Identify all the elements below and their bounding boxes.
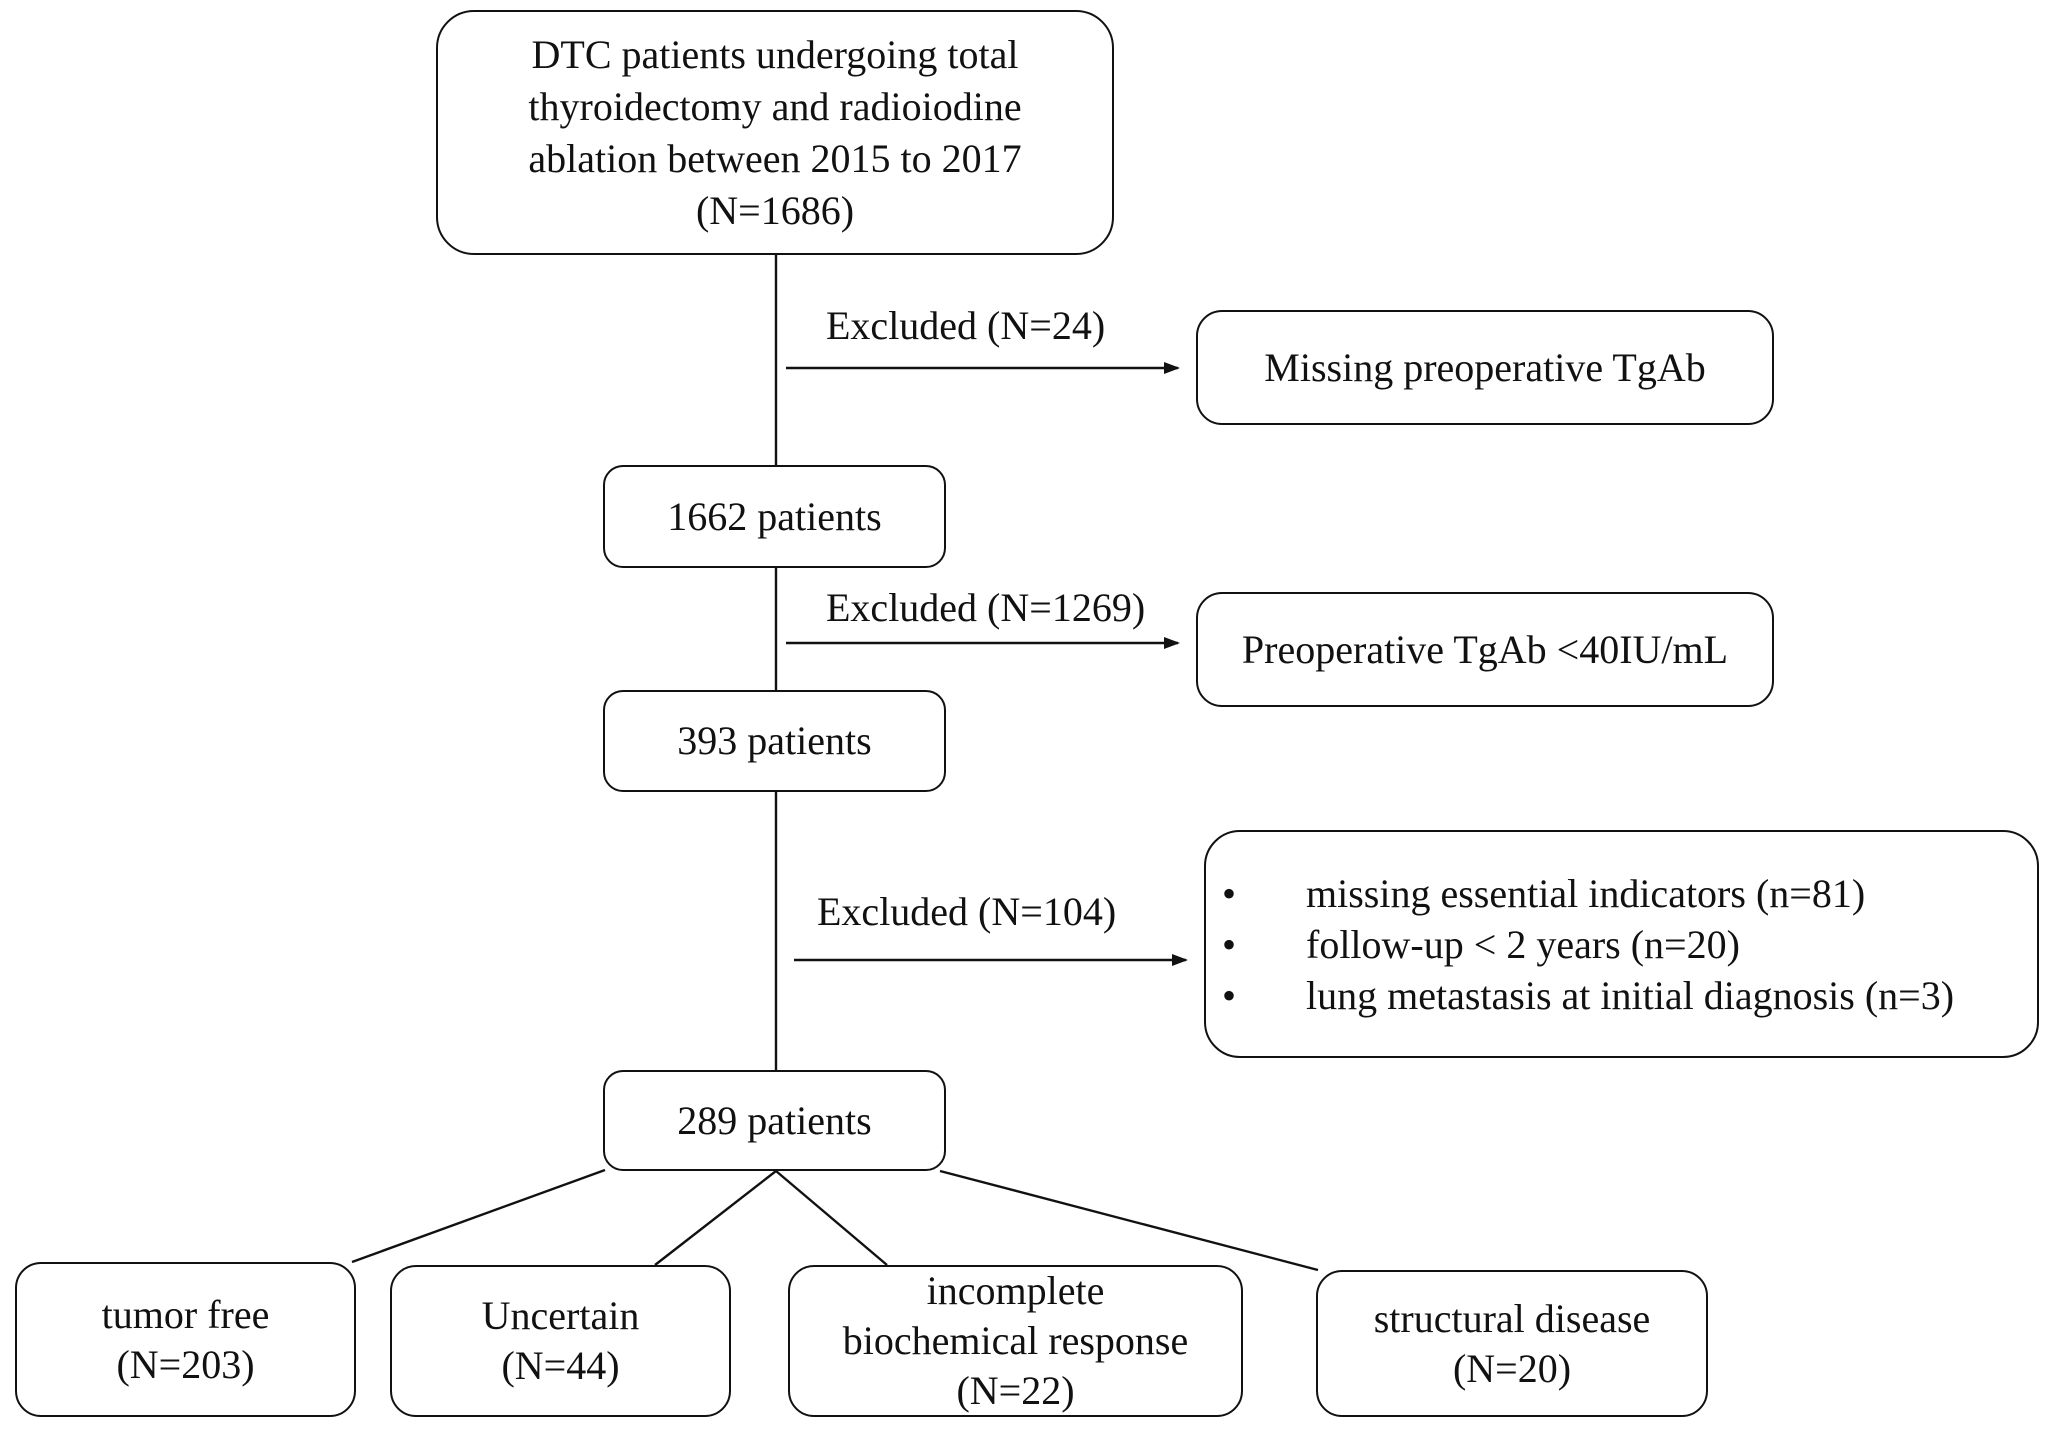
outcome-label: Uncertain [481, 1293, 640, 1338]
outcome-label: structural disease [1373, 1295, 1651, 1341]
exclusion-3-reason-item: • missing essential indicators (n=81) [1206, 868, 1954, 919]
step-3-label: 289 patients [677, 1097, 872, 1143]
start-box-line-4: (N=1686) [695, 187, 855, 233]
outcome-count: (N=20) [1452, 1345, 1572, 1391]
exclusion-2-reason-box: Preoperative TgAb <40IU/mL [1196, 592, 1774, 707]
exclusion-1-label: Excluded (N=24) [826, 303, 1106, 348]
outcome-count: (N=203) [116, 1341, 255, 1387]
exclusion-3-reason-text: follow-up < 2 years (n=20) [1306, 921, 1740, 967]
outcome-count: (N=22) [956, 1368, 1075, 1413]
outcome-label: tumor free [101, 1291, 270, 1337]
start-box-line-2: thyroidectomy and radioiodine [528, 83, 1022, 129]
bullet-icon: • [1222, 972, 1237, 1018]
start-box: DTC patients undergoing total thyroidect… [436, 10, 1114, 255]
start-box-line-1: DTC patients undergoing total [531, 31, 1019, 77]
exclusion-3-label: Excluded (N=104) [817, 889, 1117, 934]
outcome-structural-disease-box: structural disease (N=20) [1316, 1270, 1708, 1417]
branch-line-4 [939, 1169, 1319, 1272]
step-1-label: 1662 patients [667, 493, 882, 539]
exclusion-3-reason-item: • lung metastasis at initial diagnosis (… [1206, 970, 1954, 1021]
exclusion-3-reason-list: • missing essential indicators (n=81) • … [1206, 868, 1954, 1021]
outcome-count: (N=44) [501, 1343, 620, 1388]
outcome-label: incomplete [926, 1268, 1105, 1313]
start-box-line-3: ablation between 2015 to 2017 [528, 135, 1022, 181]
exclusion-2-reason: Preoperative TgAb <40IU/mL [1241, 626, 1729, 672]
arrowhead-2 [1164, 637, 1180, 649]
exclusion-2-label: Excluded (N=1269) [826, 585, 1146, 630]
arrowhead-1 [1164, 362, 1180, 374]
branch-line-3 [775, 1170, 888, 1266]
exclusion-1-reason-box: Missing preoperative TgAb [1196, 310, 1774, 425]
outcome-tumor-free-box: tumor free (N=203) [15, 1262, 356, 1417]
outcome-label-2: biochemical response [842, 1318, 1189, 1363]
arrowhead-3 [1172, 954, 1188, 966]
exclusion-1-reason: Missing preoperative TgAb [1264, 344, 1706, 390]
bullet-icon: • [1222, 870, 1237, 916]
step-2-label: 393 patients [677, 718, 872, 763]
exclusion-3-reason-item: • follow-up < 2 years (n=20) [1206, 919, 1954, 970]
step-3-box: 289 patients [603, 1070, 946, 1171]
branch-line-1 [351, 1168, 606, 1264]
branch-line-2 [654, 1170, 777, 1266]
outcome-incomplete-biochemical-box: incomplete biochemical response (N=22) [788, 1265, 1243, 1417]
step-1-box: 1662 patients [603, 465, 946, 568]
bullet-icon: • [1222, 921, 1237, 967]
exclusion-3-reason-box: • missing essential indicators (n=81) • … [1204, 830, 2039, 1058]
exclusion-3-reason-text: lung metastasis at initial diagnosis (n=… [1306, 972, 1955, 1018]
exclusion-3-reason-text: missing essential indicators (n=81) [1306, 870, 1866, 916]
outcome-uncertain-box: Uncertain (N=44) [390, 1265, 731, 1417]
step-2-box: 393 patients [603, 690, 946, 792]
